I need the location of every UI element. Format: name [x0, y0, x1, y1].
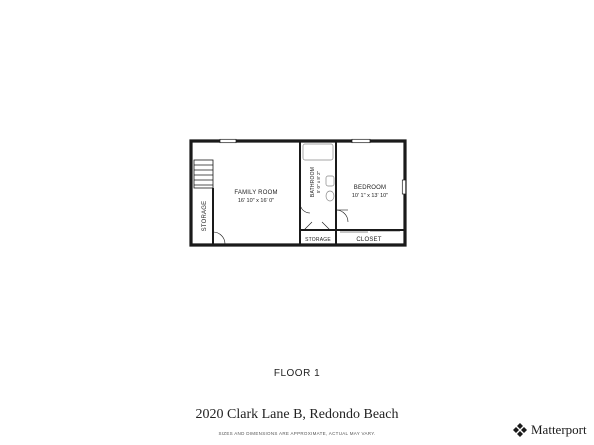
- brand-logo: Matterport: [512, 420, 594, 440]
- matterport-logo-icon: [513, 423, 527, 437]
- sink-icon: [325, 175, 335, 187]
- storage-left-label: STORAGE: [202, 201, 208, 232]
- bathroom-label: BATHROOM: [310, 167, 316, 197]
- bathtub-icon: [302, 143, 334, 161]
- toilet-icon: [325, 190, 335, 202]
- bedroom-label: BEDROOM: [354, 185, 386, 191]
- doors: [212, 202, 400, 245]
- floor-label: FLOOR 1: [273, 368, 321, 379]
- disclaimer-text: SIZES AND DIMENSIONS ARE APPROXIMATE, AC…: [218, 431, 376, 436]
- closet-label: CLOSET: [356, 237, 381, 243]
- staircase: [193, 159, 214, 189]
- family-room-dimensions: 16' 10" x 16' 0": [238, 198, 274, 204]
- storage-small-label: STORAGE: [305, 237, 331, 243]
- bedroom-dimensions: 10' 1" x 13' 10": [352, 193, 388, 199]
- bathroom-fixtures: [302, 143, 335, 202]
- bathroom-dimensions: 5' 0" x 8' 2": [316, 171, 321, 194]
- room-labels: FAMILY ROOM 16' 10" x 16' 0" BEDROOM 10'…: [202, 167, 388, 243]
- family-room-label: FAMILY ROOM: [234, 190, 277, 196]
- exterior-walls: [189, 139, 407, 247]
- brand-name: Matterport: [531, 422, 587, 437]
- property-address: 2020 Clark Lane B, Redondo Beach: [195, 407, 399, 422]
- windows: [219, 138, 407, 195]
